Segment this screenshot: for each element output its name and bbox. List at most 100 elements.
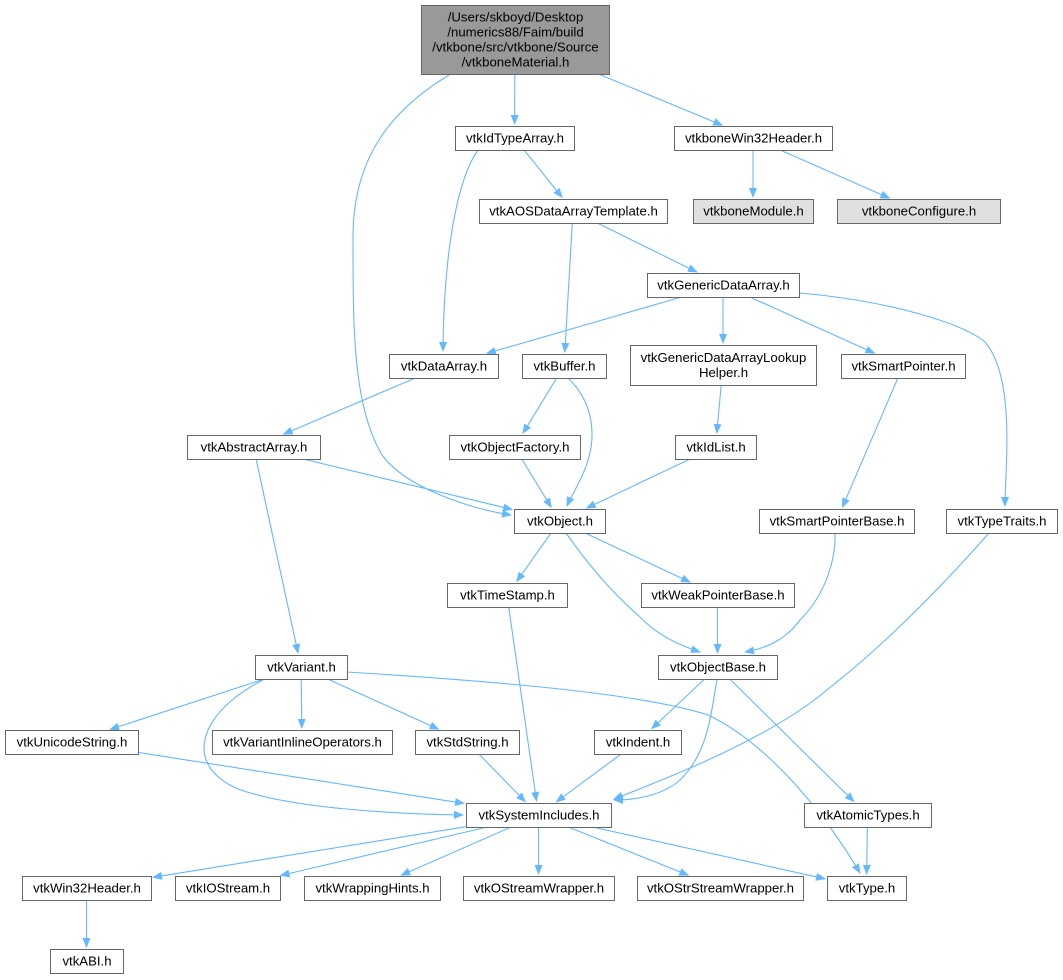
header-node-vtkAOSDataArrayTemplate[interactable]: vtkAOSDataArrayTemplate.h bbox=[479, 199, 668, 224]
node-label: vtkABI.h bbox=[62, 954, 111, 969]
header-node-vtkSmartPointerBase[interactable]: vtkSmartPointerBase.h bbox=[759, 509, 915, 534]
edge-line bbox=[584, 532, 692, 583]
header-node-vtkObjectFactory[interactable]: vtkObjectFactory.h bbox=[449, 435, 581, 460]
include-edge-vtkAOSDataArrayTemplate-to-vtkGenericDataArray bbox=[597, 222, 698, 273]
header-node-vtkIdTypeArray[interactable]: vtkIdTypeArray.h bbox=[455, 126, 575, 151]
header-node-vtkTimeStamp[interactable]: vtkTimeStamp.h bbox=[447, 583, 568, 608]
header-node-vtkDataArray[interactable]: vtkDataArray.h bbox=[389, 354, 499, 379]
node-label: vtkDataArray.h bbox=[401, 359, 487, 374]
header-node-vtkIOStream[interactable]: vtkIOStream.h bbox=[175, 876, 281, 901]
node-label: vtkStdString.h bbox=[426, 735, 508, 750]
node-box bbox=[630, 345, 817, 386]
node-label: vtkIdList.h bbox=[686, 440, 745, 455]
node-label: vtkIdTypeArray.h bbox=[466, 131, 564, 146]
include-edge-vtkIdList-to-vtkObject bbox=[585, 458, 691, 509]
include-edge-vtkSystemIncludes-to-vtkType bbox=[592, 826, 826, 881]
header-node-vtkOStrStreamWrapper[interactable]: vtkOStrStreamWrapper.h bbox=[637, 876, 804, 901]
node-label: vtkVariant.h bbox=[267, 660, 336, 675]
edge-line bbox=[302, 458, 514, 512]
node-box bbox=[841, 354, 966, 379]
include-edge-vtkBuffer-to-vtkObjectFactory bbox=[522, 377, 558, 435]
edge-line bbox=[485, 296, 682, 355]
node-box bbox=[675, 435, 757, 460]
include-edge-vtkVariant-to-vtkSystemIncludes bbox=[203, 679, 464, 819]
header-node-vtkSystemIncludes[interactable]: vtkSystemIncludes.h bbox=[466, 803, 612, 828]
include-edge-vtkStdString-to-vtkSystemIncludes bbox=[478, 753, 526, 803]
node-label: vtkboneModule.h bbox=[703, 204, 803, 219]
header-node-vtkVariant[interactable]: vtkVariant.h bbox=[255, 655, 348, 680]
include-edge-vtkTimeStamp-to-vtkSystemIncludes bbox=[508, 606, 540, 802]
header-node-vtkWin32Header[interactable]: vtkWin32Header.h bbox=[22, 876, 152, 901]
edge-line bbox=[279, 826, 488, 878]
node-label: vtkAtomicTypes.h bbox=[816, 808, 919, 823]
include-edge-vtkSystemIncludes-to-vtkIOStream bbox=[279, 826, 488, 878]
node-layer: /Users/skboyd/Desktop/numerics88/Faim/bu… bbox=[5, 5, 1058, 974]
node-box bbox=[187, 435, 321, 460]
header-node-vtkType[interactable]: vtkType.h bbox=[827, 876, 907, 901]
node-box bbox=[827, 876, 907, 901]
include-edge-vtkAbstractArray-to-vtkObject bbox=[302, 458, 514, 512]
header-node-vtkBuffer[interactable]: vtkBuffer.h bbox=[522, 354, 607, 379]
edge-line bbox=[592, 826, 826, 881]
include-edge-root-to-vtkboneWin32Header bbox=[598, 73, 724, 126]
node-box bbox=[22, 876, 152, 901]
include-edge-vtkIdTypeArray-to-vtkAOSDataArrayTemplate bbox=[523, 149, 563, 199]
node-label: vtkTypeTraits.h bbox=[958, 514, 1047, 529]
node-box bbox=[255, 655, 348, 680]
node-label: vtkAOSDataArrayTemplate.h bbox=[489, 204, 658, 219]
edge-line bbox=[566, 377, 593, 507]
node-label: vtkVariantInlineOperators.h bbox=[223, 735, 382, 750]
header-node-vtkIdList[interactable]: vtkIdList.h bbox=[675, 435, 757, 460]
header-node-vtkboneModule: vtkboneModule.h bbox=[693, 199, 814, 224]
edge-line bbox=[651, 678, 706, 730]
edge-line bbox=[508, 606, 540, 802]
header-node-vtkOStreamWrapper[interactable]: vtkOStreamWrapper.h bbox=[463, 876, 615, 901]
header-node-vtkTypeTraits[interactable]: vtkTypeTraits.h bbox=[946, 509, 1058, 534]
node-label: vtkSystemIncludes.h bbox=[479, 808, 600, 823]
edge-line bbox=[203, 679, 464, 819]
edge-line bbox=[744, 532, 836, 655]
node-label: vtkIOStream.h bbox=[186, 881, 270, 896]
include-edge-root-to-vtkObject bbox=[352, 74, 512, 518]
node-box bbox=[479, 199, 668, 224]
header-node-vtkStdString[interactable]: vtkStdString.h bbox=[415, 730, 520, 755]
node-box bbox=[693, 199, 814, 224]
header-node-vtkABI[interactable]: vtkABI.h bbox=[50, 949, 124, 974]
header-node-vtkAtomicTypes[interactable]: vtkAtomicTypes.h bbox=[804, 803, 932, 828]
node-label: vtkGenericDataArray.h bbox=[657, 278, 789, 293]
header-node-vtkUnicodeString[interactable]: vtkUnicodeString.h bbox=[5, 730, 139, 755]
header-node-vtkWrappingHints[interactable]: vtkWrappingHints.h bbox=[304, 876, 441, 901]
header-node-vtkVariantInlineOperators[interactable]: vtkVariantInlineOperators.h bbox=[212, 730, 393, 755]
edge-line bbox=[561, 222, 573, 353]
edge-line bbox=[327, 678, 440, 730]
include-edge-vtkGenericDataArray-to-vtkTypeTraits bbox=[799, 292, 1010, 507]
node-label: /vtkbone/src/vtkbone/Source bbox=[432, 40, 598, 55]
node-box bbox=[804, 803, 932, 828]
include-edge-vtkObjectFactory-to-vtkObject bbox=[521, 458, 552, 509]
header-node-vtkSmartPointer[interactable]: vtkSmartPointer.h bbox=[841, 354, 966, 379]
edge-line bbox=[565, 532, 701, 653]
include-edge-vtkAbstractArray-to-vtkVariant bbox=[255, 458, 301, 654]
node-box bbox=[447, 583, 568, 608]
node-box bbox=[641, 583, 795, 608]
header-node-vtkIndent[interactable]: vtkIndent.h bbox=[594, 730, 682, 755]
edge-line bbox=[282, 377, 416, 435]
header-node-vtkObject[interactable]: vtkObject.h bbox=[514, 509, 606, 534]
header-node-vtkWeakPointerBase[interactable]: vtkWeakPointerBase.h bbox=[641, 583, 795, 608]
header-node-vtkAbstractArray[interactable]: vtkAbstractArray.h bbox=[187, 435, 321, 460]
node-box bbox=[212, 730, 393, 755]
include-edge-vtkVariant-to-vtkVariantInlineOperators bbox=[297, 678, 306, 729]
root-file-node[interactable]: /Users/skboyd/Desktop/numerics88/Faim/bu… bbox=[421, 5, 610, 75]
include-edge-vtkObject-to-vtkWeakPointerBase bbox=[584, 532, 692, 583]
node-box bbox=[637, 876, 804, 901]
header-node-vtkboneWin32Header[interactable]: vtkboneWin32Header.h bbox=[674, 126, 833, 151]
header-node-vtkObjectBase[interactable]: vtkObjectBase.h bbox=[658, 655, 778, 680]
header-node-vtkGenericDataArray[interactable]: vtkGenericDataArray.h bbox=[647, 273, 800, 298]
node-box bbox=[647, 273, 800, 298]
node-label: vtkTimeStamp.h bbox=[460, 588, 555, 603]
node-label: vtkWin32Header.h bbox=[33, 881, 141, 896]
edge-line bbox=[555, 753, 622, 803]
node-box bbox=[449, 435, 581, 460]
